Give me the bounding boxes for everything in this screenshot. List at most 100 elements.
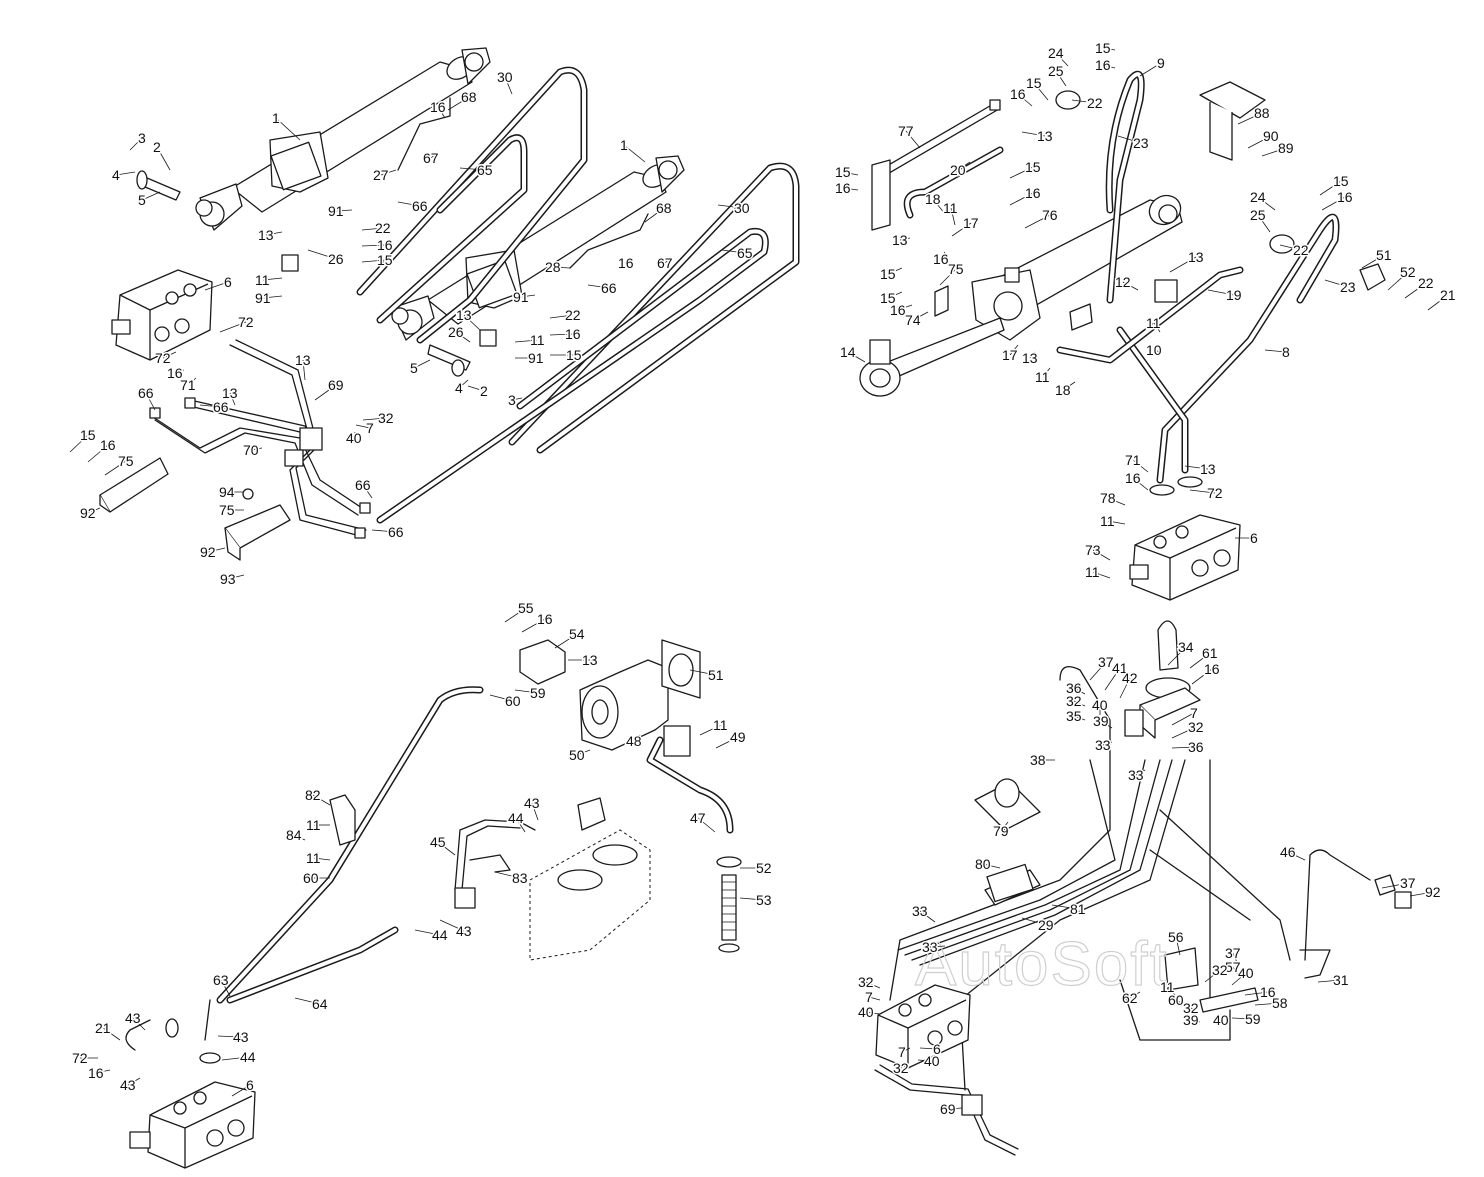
part-number-callout: 36: [1188, 739, 1204, 755]
part-number-callout: 15: [880, 290, 896, 306]
callout-leader: [455, 331, 471, 343]
callout-leader: [982, 863, 1001, 869]
part-number-callout: 65: [477, 162, 493, 178]
part-number-callout: 29: [1038, 917, 1054, 933]
part-number-callout: 39: [1183, 1012, 1199, 1028]
part-number-callout: 55: [518, 600, 534, 616]
callout-leader: [697, 817, 716, 833]
part-number-callout: 22: [375, 220, 391, 236]
part-number-callout: 9: [1157, 55, 1165, 71]
callout-leader: [1254, 1002, 1281, 1006]
callout-leader: [515, 817, 526, 833]
callout-leader: [1092, 549, 1111, 561]
part-number-callout: 51: [708, 667, 724, 683]
part-number-callout: 16: [618, 255, 634, 271]
hydraulic-cylinder: [391, 155, 685, 377]
part-number-callout: 22: [1087, 95, 1103, 111]
callout-leader: [644, 207, 665, 223]
part-number-callout: 6: [1250, 530, 1258, 546]
callout-leader: [1427, 294, 1449, 311]
part-number-callout: 26: [328, 251, 344, 267]
control-valve: [129, 1081, 256, 1169]
part-number-callout: 83: [512, 870, 528, 886]
callout-leader: [1024, 214, 1051, 229]
callout-leader: [1042, 367, 1051, 378]
callout-leader: [87, 507, 101, 514]
callout-leader: [932, 198, 946, 215]
callout-leader: [437, 106, 446, 119]
callout-leader: [413, 359, 431, 369]
hydraulic-pump: [579, 639, 701, 751]
part-number-callout: 57: [1225, 959, 1241, 975]
part-number-callout: 32: [893, 1060, 909, 1076]
part-number-callout: 72: [155, 350, 171, 366]
callout-leader: [1009, 166, 1034, 179]
part-number-callout: 18: [1055, 382, 1071, 398]
callout-leader: [355, 424, 371, 429]
part-number-callout: 32: [858, 974, 874, 990]
part-number-callout: 35: [1066, 708, 1082, 724]
part-number-callout: 51: [1376, 247, 1392, 263]
part-number-callout: 8: [1282, 344, 1290, 360]
part-number-callout: 75: [219, 502, 235, 518]
callout-leader: [887, 267, 903, 275]
callout-leader: [217, 1035, 242, 1038]
callout-leader: [1261, 147, 1287, 157]
part-number-callout: 13: [222, 385, 238, 401]
part-number-callout: 67: [423, 150, 439, 166]
callout-leader: [307, 249, 337, 260]
part-number-callout: 13: [1200, 461, 1216, 477]
part-number-callout: 68: [656, 200, 672, 216]
callout-leader: [1175, 999, 1186, 1006]
callout-leader: [715, 736, 739, 749]
hydraulic-cylinder: [136, 47, 491, 231]
callout-leader: [459, 167, 486, 171]
part-number-callout: 19: [1226, 287, 1242, 303]
callout-leader: [951, 222, 972, 237]
part-number-callout: 5: [138, 192, 146, 208]
callout-leader: [174, 369, 185, 374]
callout-leader: [1100, 720, 1113, 729]
part-number-callout: 91: [255, 290, 271, 306]
callout-leader: [1361, 254, 1385, 269]
part-number-callout: 33: [1095, 737, 1111, 753]
part-number-callout: 6: [933, 1041, 941, 1057]
callout-leader: [1153, 349, 1161, 353]
callout-leader: [623, 144, 646, 163]
callout-leader: [156, 146, 171, 171]
part-number-callout: 4: [112, 167, 120, 183]
part-number-callout: 80: [975, 856, 991, 872]
part-number-callout: 68: [461, 89, 477, 105]
callout-leader: [1055, 52, 1069, 67]
part-number-callout: 16: [100, 437, 116, 453]
joystick-control: [1124, 620, 1201, 739]
part-number-callout: 47: [690, 810, 706, 826]
part-number-callout: 43: [233, 1029, 249, 1045]
callout-leader: [897, 304, 913, 311]
callout-leader: [1055, 70, 1067, 87]
part-number-callout: 11: [306, 817, 321, 833]
callout-leader: [587, 284, 610, 289]
part-number-callout: 43: [456, 923, 472, 939]
part-number-callout: 33: [922, 939, 938, 955]
callout-leader: [1029, 351, 1036, 359]
callout-leader: [1207, 289, 1235, 296]
callout-leader: [314, 384, 337, 401]
callout-leader: [1102, 47, 1116, 51]
callout-leader: [514, 339, 539, 343]
part-number-callout: 16: [1260, 984, 1276, 1000]
callout-leader: [919, 910, 936, 923]
callout-leader: [1264, 349, 1287, 353]
callout-leader: [1102, 741, 1113, 746]
callout-leader: [1092, 571, 1111, 579]
part-number-callout: 84: [286, 827, 302, 843]
callout-leader: [1017, 93, 1033, 107]
callout-leader: [353, 431, 356, 439]
callout-leader: [1073, 687, 1086, 695]
callout-leader: [905, 130, 921, 149]
part-number-callout: 33: [912, 903, 928, 919]
part-number-callout: 22: [1418, 275, 1434, 291]
callout-leader: [1381, 882, 1409, 889]
callout-leader: [115, 171, 136, 176]
callout-leader: [1132, 459, 1149, 473]
